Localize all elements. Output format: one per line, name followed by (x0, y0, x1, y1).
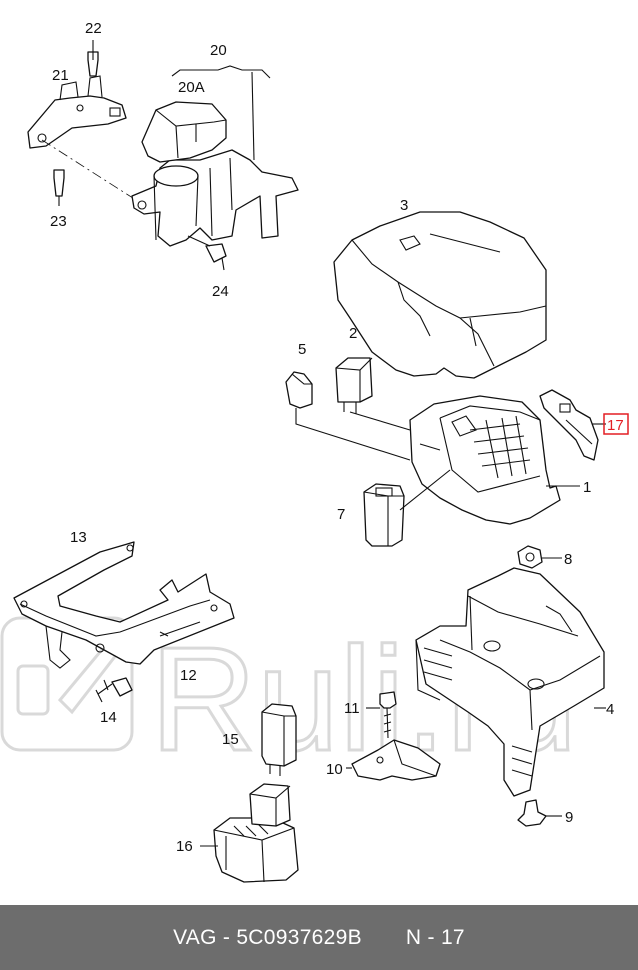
label-14: 14 (100, 709, 117, 726)
label-13: 13 (70, 529, 87, 546)
label-17: 17 (607, 417, 624, 434)
bracket-assembly-20 (27, 40, 299, 271)
mounting-frame-13 (13, 541, 235, 669)
label-23: 23 (50, 213, 67, 230)
label-11: 11 (344, 700, 360, 717)
footer-bar: VAG - 5C0937629B N - 17 (0, 905, 638, 970)
relay-15 (261, 703, 297, 776)
label-22: 22 (85, 20, 102, 37)
label-5: 5 (298, 341, 306, 358)
label-1: 1 (583, 479, 591, 496)
label-8: 8 (564, 551, 572, 568)
bolt-14 (95, 677, 133, 703)
label-20a: 20A (178, 79, 205, 96)
label-2: 2 (349, 325, 357, 342)
label-10: 10 (326, 761, 343, 778)
relay-carrier-16 (200, 783, 299, 883)
footer-part-number: VAG - 5C0937629B (173, 925, 362, 949)
bolt-9 (517, 799, 562, 827)
connector-17 (539, 389, 606, 461)
label-16: 16 (176, 838, 193, 855)
label-4: 4 (606, 701, 614, 718)
label-21: 21 (52, 67, 69, 84)
bracket-4 (415, 567, 606, 797)
fuse-7 (363, 469, 451, 547)
label-9: 9 (565, 809, 573, 826)
fuse-box-cover-3 (333, 211, 547, 379)
fuse-box-1 (409, 395, 580, 525)
label-24: 24 (212, 283, 229, 300)
label-17-highlight (603, 413, 629, 435)
parts-diagram: Ruli.ru (0, 20, 629, 883)
label-20: 20 (210, 42, 227, 59)
fuse-5 (285, 371, 411, 461)
label-12: 12 (180, 667, 197, 684)
relay-2 (335, 357, 411, 431)
label-7: 7 (337, 506, 345, 523)
label-3: 3 (400, 197, 408, 214)
part-labels: 22 21 20 20A 23 24 3 2 5 17 1 7 13 8 12 … (50, 20, 629, 855)
nut-8 (517, 545, 562, 569)
bracket-10 (346, 739, 441, 781)
screw-11 (366, 691, 397, 739)
footer-page-number: N - 17 (405, 925, 465, 949)
label-15: 15 (222, 731, 239, 748)
